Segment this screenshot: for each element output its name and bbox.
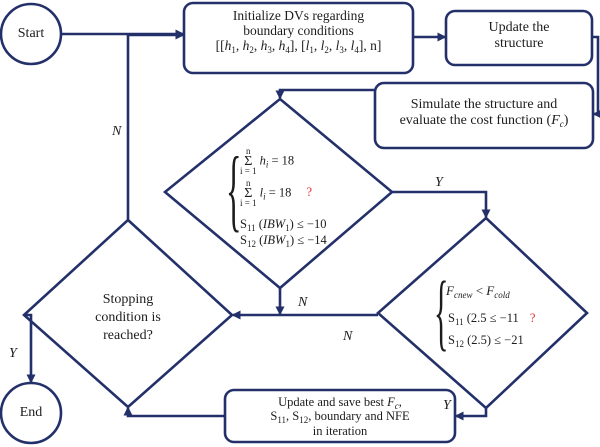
update-structure-line2: structure [494, 35, 544, 51]
arrow-stopping-no-loop [126, 30, 185, 220]
cost-condition: Fcnew < Fcold [446, 283, 510, 300]
cost-yes-label: Y [443, 398, 451, 413]
update-structure-line1: Update the [488, 20, 550, 35]
stop-no-label: N [112, 124, 122, 139]
update-save-line1: Update and save best Fc, [278, 395, 402, 411]
simulate-label: Simulate the structure and evaluate the … [375, 97, 593, 128]
simulate-line2: evaluate the cost function (Fc) [399, 112, 569, 129]
initialize-label: Initialize DVs regarding boundary condit… [184, 8, 413, 56]
update-save-label: Update and save best Fc, S11, S12, bound… [225, 395, 455, 438]
update-structure-label: Update the structure [446, 20, 592, 51]
constraint-s12: S12 (IBW1) ≤ −14 [240, 233, 327, 249]
cost-question-mark: ? [529, 311, 536, 325]
constraints-brace: { [226, 138, 242, 240]
stopping-line1: Stopping [102, 292, 154, 307]
stopping-label: Stopping condition is reached? [60, 291, 196, 345]
arrow-simulate-to-constraints [275, 88, 375, 100]
update-save-line3: in iteration [312, 423, 368, 438]
arrow-constraints-yes [392, 190, 491, 219]
stopping-line3: reached? [103, 327, 153, 343]
constraint-s11: S11 (IBW1) ≤ −10 [240, 217, 327, 233]
update-save-line2: S11, S12, boundary and NFE [270, 409, 410, 426]
constraint-question-mark: ? [306, 185, 313, 200]
initialize-line2: boundary conditions [243, 23, 354, 39]
arrow-update-to-simulate [592, 35, 600, 119]
initialize-line1: Initialize DVs regarding [232, 8, 365, 23]
cost-s11: S11 (2.5 ≤ −11 ? [448, 311, 536, 327]
start-label: Start [17, 26, 45, 41]
simulate-line1: Simulate the structure and [410, 97, 558, 112]
cost-no-label: N [343, 329, 353, 344]
cost-s12: S12 (2.5) ≤ −21 [448, 333, 524, 349]
end-label: End [19, 405, 43, 420]
initialize-line3: [[h1, h2, h3, h4], [l1, l2, l3, l4], n] [215, 38, 382, 56]
stop-yes-label: Y [9, 346, 17, 361]
arrow-cost-yes [454, 408, 488, 421]
constraint-yes-label: Y [435, 175, 443, 190]
stopping-line2: condition is [95, 309, 161, 325]
cost-brace: { [434, 263, 449, 359]
arrow-stopping-yes [24, 313, 36, 384]
constraint-no-label: N [298, 295, 308, 310]
arrow-update-save-to-stopping [123, 406, 225, 418]
